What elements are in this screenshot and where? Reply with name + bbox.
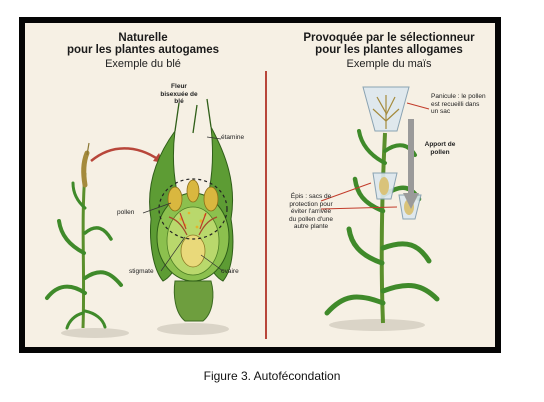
label-ears: Épis : sacs de protection pour éviter l'… (289, 193, 333, 230)
label-stamen: étamine (221, 134, 245, 141)
label-ovary: ovaire (221, 268, 239, 275)
left-title: Naturelle pour les plantes autogames (43, 32, 243, 56)
label-stigma: stigmate (129, 268, 154, 275)
right-title-line1: Provoquée par le sélectionneur (303, 32, 475, 44)
illustration-panel: Naturelle pour les plantes autogames Exe… (25, 23, 495, 347)
label-flower: Fleur bisexuée de blé (160, 83, 198, 105)
illustration-artwork (45, 86, 440, 338)
left-subtitle: Exemple du blé (105, 58, 181, 70)
maize-plant (324, 86, 440, 331)
left-leader-lines (142, 136, 224, 272)
label-panicle: Panicule : le pollen est recueilli dans … (431, 93, 486, 115)
panel-divider (265, 71, 267, 339)
figure-caption: Figure 3. Autofécondation (203, 369, 341, 383)
wheat-plant (45, 142, 129, 338)
pollen-supply-arrow (403, 119, 419, 209)
right-title: Provoquée par le sélectionneur pour les … (283, 32, 495, 56)
left-title-line1: Naturelle (118, 32, 168, 44)
wheat-flower-diagram (149, 98, 234, 335)
label-pollen-supply: Apport de pollen (424, 141, 456, 156)
right-subtitle: Exemple du maïs (346, 58, 432, 70)
right-leader-lines (320, 102, 430, 210)
zoom-arrow (90, 147, 164, 164)
left-title-line2: pour les plantes autogames (66, 44, 220, 56)
right-title-line2: pour les plantes allogames (315, 44, 463, 56)
figure-frame: Naturelle pour les plantes autogames Exe… (19, 17, 501, 353)
label-pollen: pollen (117, 209, 135, 216)
